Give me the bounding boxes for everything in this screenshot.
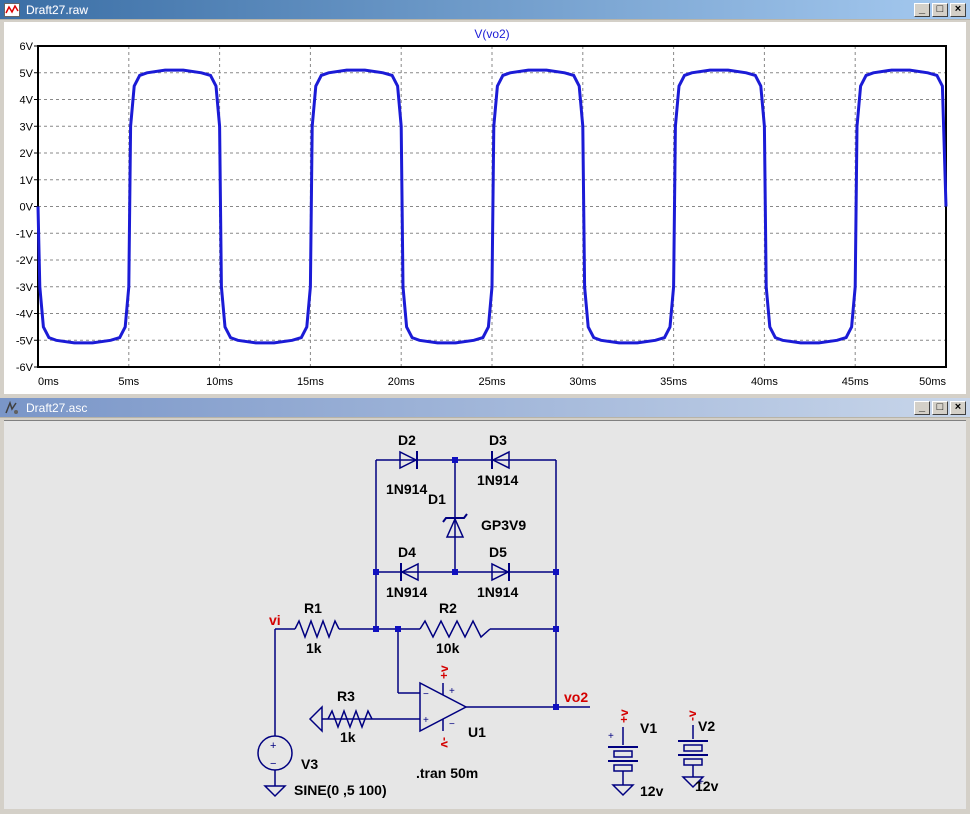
resistor-r1[interactable] [294,618,340,640]
battery-v1-net: +v [617,709,631,723]
y-tick-label: 1V [20,175,34,187]
plot-area[interactable]: 6V 5V 4V 3V 2V 1V 0V -1V -2V -3V -4V -5V -6V 0ms 5ms 1… [4,22,966,394]
svg-text:−: − [423,689,429,700]
spice-directive[interactable]: .tran 50m [416,765,478,781]
y-tick-label: -4V [16,309,34,321]
schematic-window: Draft27.asc _ □ × [0,398,970,809]
trace-label[interactable]: V(vo2) [474,27,509,41]
label-r3-name: R3 [337,688,355,704]
label-r2-value: 10k [436,640,460,656]
y-tick-label: 0V [20,202,34,214]
diode-d5[interactable] [491,562,510,582]
svg-text:−: − [449,719,455,730]
y-tick-label: -1V [16,228,34,240]
close-button[interactable]: × [950,401,966,415]
restore-button[interactable]: □ [932,3,948,17]
label-r3-value: 1k [340,729,356,745]
y-tick-label: 6V [20,41,34,53]
minimize-button[interactable]: _ [914,3,930,17]
waveform-window: Draft27.raw _ □ × 6V 5V 4V 3V 2V 1V 0V -1V -2V -3… [0,0,970,396]
label-d3-value: 1N914 [477,472,518,488]
label-r2-name: R2 [439,600,457,616]
label-v1-value: 12v [640,783,664,799]
voltage-source-v3[interactable]: + − [257,735,293,798]
battery-v2-net: -v [685,710,699,721]
resistor-r3[interactable] [327,708,373,730]
battery-v2[interactable]: + [678,725,708,789]
y-tick-label: 2V [20,148,34,160]
label-d5-name: D5 [489,544,507,560]
x-tick-label: 0ms [38,376,59,388]
restore-button[interactable]: □ [932,401,948,415]
label-d5-value: 1N914 [477,584,518,600]
y-tick-label: -2V [16,255,34,267]
schematic-app-icon [5,401,18,414]
junction-dots [373,457,559,710]
battery-v1[interactable]: + [608,727,638,797]
label-d4-name: D4 [398,544,416,560]
label-d2-name: D2 [398,432,416,448]
waveform-chart[interactable]: 6V 5V 4V 3V 2V 1V 0V -1V -2V -3V -4V -5V -6V 0ms 5ms 1… [4,22,966,394]
label-d1-value: GP3V9 [481,517,526,533]
y-tick-label: -5V [16,335,34,347]
x-tick-label: 10ms [206,376,233,388]
waveform-window-title: Draft27.raw [26,3,89,17]
label-d1-name: D1 [428,491,446,507]
x-tick-label: 25ms [479,376,506,388]
net-label-vi: vi [269,612,281,628]
resistor-r2[interactable] [419,619,491,639]
label-r1-name: R1 [304,600,322,616]
diode-d2[interactable] [399,450,418,470]
x-tick-label: 5ms [118,376,139,388]
y-tick-label: -3V [16,282,34,294]
schematic-window-title: Draft27.asc [26,401,88,415]
label-v3-name: V3 [301,756,318,772]
label-u1-name: U1 [468,724,486,740]
svg-text:+: + [608,731,614,742]
y-tick-label: 3V [20,121,34,133]
label-v3-value: SINE(0 ,5 100) [294,782,387,798]
waveform-app-icon [4,3,20,17]
opamp-u1[interactable]: + − − + [419,681,468,733]
svg-text:+: + [423,715,429,726]
svg-text:+: + [270,740,276,752]
diode-d3[interactable] [491,450,510,470]
net-label-vo2: vo2 [564,689,588,705]
label-v2-name: V2 [698,718,715,734]
x-tick-label: 50ms [919,376,946,388]
zener-d1[interactable] [442,513,468,538]
x-tick-label: 30ms [569,376,596,388]
waveform-titlebar[interactable]: Draft27.raw _ □ × [0,0,970,20]
svg-text:+: + [698,777,704,788]
x-tick-label: 35ms [660,376,687,388]
minimize-button[interactable]: _ [914,401,930,415]
close-button[interactable]: × [950,3,966,17]
diode-d4[interactable] [400,562,419,582]
schematic-canvas[interactable]: + − − + +v -v + − [4,420,966,809]
schematic-titlebar[interactable]: Draft27.asc _ □ × [0,398,970,418]
y-tick-label: -6V [16,362,34,374]
label-v2-value: 12v [695,778,719,794]
y-tick-label: 4V [20,95,34,107]
svg-text:−: − [270,758,276,770]
svg-text:+: + [449,686,455,697]
opamp-plus-v: +v [437,665,451,679]
ground-symbol-r3 [308,705,328,733]
series-line-vo2 [36,68,948,345]
label-d4-value: 1N914 [386,584,427,600]
wires [274,459,590,736]
label-r1-value: 1k [306,640,322,656]
x-tick-label: 45ms [842,376,869,388]
label-v1-name: V1 [640,720,657,736]
y-tick-label: 5V [20,68,34,80]
label-d2-value: 1N914 [386,481,427,497]
x-tick-label: 20ms [388,376,415,388]
opamp-minus-v: -v [438,737,452,748]
schematic-drawing[interactable]: + − − + +v -v + − [4,421,966,809]
x-tick-label: 15ms [297,376,324,388]
x-tick-label: 40ms [751,376,778,388]
label-d3-name: D3 [489,432,507,448]
